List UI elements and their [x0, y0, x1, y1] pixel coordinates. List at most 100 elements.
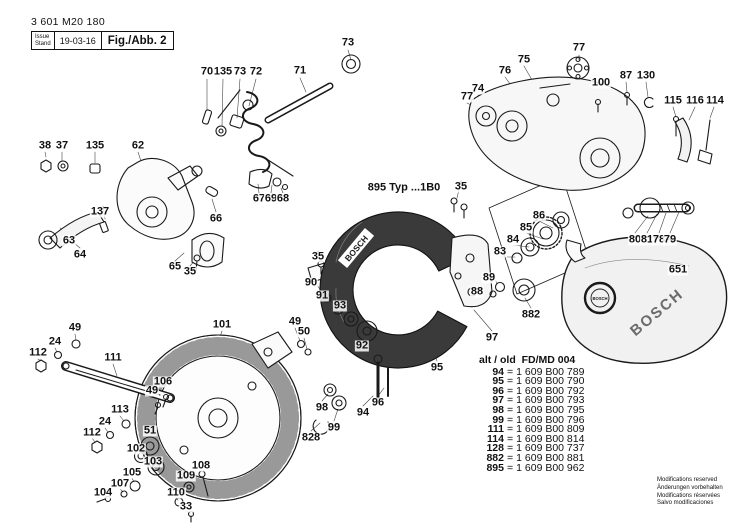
part-callout: 828: [300, 431, 322, 444]
part-callout: 96: [370, 396, 386, 409]
armature-shaft-drawing: [622, 197, 695, 219]
part-callout: 78: [651, 233, 667, 246]
part-callout: 98: [314, 401, 330, 414]
table-row: 128 = 1 609 B00 737: [479, 442, 585, 455]
reference-table: alt / old FD/MD 004 94 = 1 609 B00 789 9…: [479, 354, 585, 474]
table-row: 114 = 1 609 B00 814: [479, 432, 584, 445]
spindle-bearing-drawing: [489, 278, 536, 302]
title-block: 3 601 M20 180 Issue Stand 19-03-16 Fig./…: [31, 16, 174, 50]
table-part-number: 97: [492, 394, 504, 407]
part-callout: 882: [520, 308, 542, 321]
part-callout: 65: [167, 260, 183, 273]
part-callout: 77: [571, 41, 587, 54]
pivot-arm-drawing: [99, 158, 203, 240]
part-callout: 35: [453, 180, 469, 193]
table-equals: =: [507, 461, 514, 474]
part-callout: 103: [142, 455, 164, 468]
part-callout: 64: [72, 248, 88, 261]
issue-label: Issue: [35, 34, 50, 40]
part-callout: 71: [292, 64, 308, 77]
table-order-code: 1 609 B00 795: [516, 403, 585, 416]
part-callout: 70: [199, 65, 215, 78]
part-callout: 111: [103, 351, 123, 364]
note-line: Modifications reserved: [657, 477, 718, 483]
bosch-logo-text-roundel: BOSCH: [592, 296, 607, 301]
part-callout: 95: [429, 361, 445, 374]
pin-rod-knob-drawing: [201, 54, 361, 137]
part-callout: 49: [287, 315, 303, 328]
table-order-code: 1 609 B00 790: [516, 375, 585, 388]
figure-label: Fig./Abb. 2: [107, 34, 167, 47]
table-order-code: 1 609 B00 809: [516, 423, 585, 436]
issue-stand-label: Issue Stand: [32, 32, 55, 49]
table-part-number: 128: [486, 442, 504, 455]
part-callout: 91: [314, 289, 330, 302]
part-callout: 93: [332, 299, 348, 312]
reference-table-body: 94 = 1 609 B00 789 95 = 1 609 B00 790 96…: [479, 365, 585, 474]
part-callout: 75: [516, 53, 532, 66]
table-order-code: 1 609 B00 789: [516, 365, 585, 378]
part-callout: 106: [152, 375, 174, 388]
part-callout: 137: [89, 205, 111, 218]
issue-row: Issue Stand 19-03-16 Fig./Abb. 2: [31, 31, 174, 50]
part-callout: 38: [37, 139, 53, 152]
part-callout: 88: [469, 285, 485, 298]
table-order-code: 1 609 B00 737: [516, 442, 585, 455]
lock-lever-drawing: [672, 115, 713, 165]
table-equals: =: [507, 365, 514, 378]
table-order-code: 1 609 B00 962: [516, 461, 585, 474]
part-callout: 135: [212, 65, 234, 78]
table-part-number: 895: [486, 461, 504, 474]
table-equals: =: [507, 442, 514, 455]
table-equals: =: [507, 451, 514, 464]
part-callout: 83: [492, 245, 508, 258]
part-callout: 74: [470, 82, 486, 95]
part-callout: 94: [355, 406, 371, 419]
part-callout: 101: [211, 318, 233, 331]
part-callout: 79: [662, 233, 678, 246]
table-equals: =: [507, 375, 514, 388]
part-callout: 73: [232, 65, 248, 78]
table-equals: =: [507, 423, 514, 436]
table-row: 94 = 1 609 B00 789: [479, 365, 585, 378]
table-row: 96 = 1 609 B00 792: [479, 384, 585, 397]
part-callout: 135: [84, 139, 106, 152]
table-equals: =: [507, 413, 514, 426]
part-callout: 895 Typ ...1B0: [366, 181, 442, 194]
part-callout: 72: [248, 65, 264, 78]
table-order-code: 1 609 B00 792: [516, 384, 585, 397]
stop-knob-drawing: [205, 168, 289, 197]
part-callout: 85: [518, 221, 534, 234]
reference-table-header: alt / old FD/MD 004: [479, 354, 576, 366]
part-callout: 110: [166, 486, 186, 499]
part-callout: 51: [142, 424, 158, 437]
part-callout: 113: [110, 403, 130, 416]
part-callout: 24: [97, 415, 113, 428]
table-part-number: 95: [492, 375, 504, 388]
part-callout: 90: [303, 276, 319, 289]
table-part-number: 99: [492, 413, 504, 426]
part-callout: 651: [667, 263, 689, 276]
part-callout: 68: [275, 192, 291, 205]
part-callout: 116: [685, 94, 705, 107]
part-callout: 89: [481, 271, 497, 284]
table-order-code: 1 609 B00 881: [516, 451, 585, 464]
part-callout: 84: [505, 233, 521, 246]
part-callout: 87: [618, 69, 634, 82]
part-callout: 37: [54, 139, 70, 152]
gear-housing-drawing: [468, 56, 654, 191]
part-callout: 69: [263, 192, 279, 205]
part-callout: 92: [354, 339, 370, 352]
note-line: Modifications réservées: [657, 492, 721, 499]
part-callout: 49: [67, 321, 83, 334]
table-equals: =: [507, 403, 514, 416]
table-part-number: 96: [492, 384, 504, 397]
part-callout: 99: [326, 421, 342, 434]
part-callout: 115: [663, 94, 683, 107]
part-callout: 35: [182, 265, 198, 278]
table-part-number: 111: [487, 423, 504, 436]
part-callout: 76: [497, 64, 513, 77]
table-row: 895 = 1 609 B00 962: [479, 461, 585, 474]
table-equals: =: [507, 432, 514, 445]
